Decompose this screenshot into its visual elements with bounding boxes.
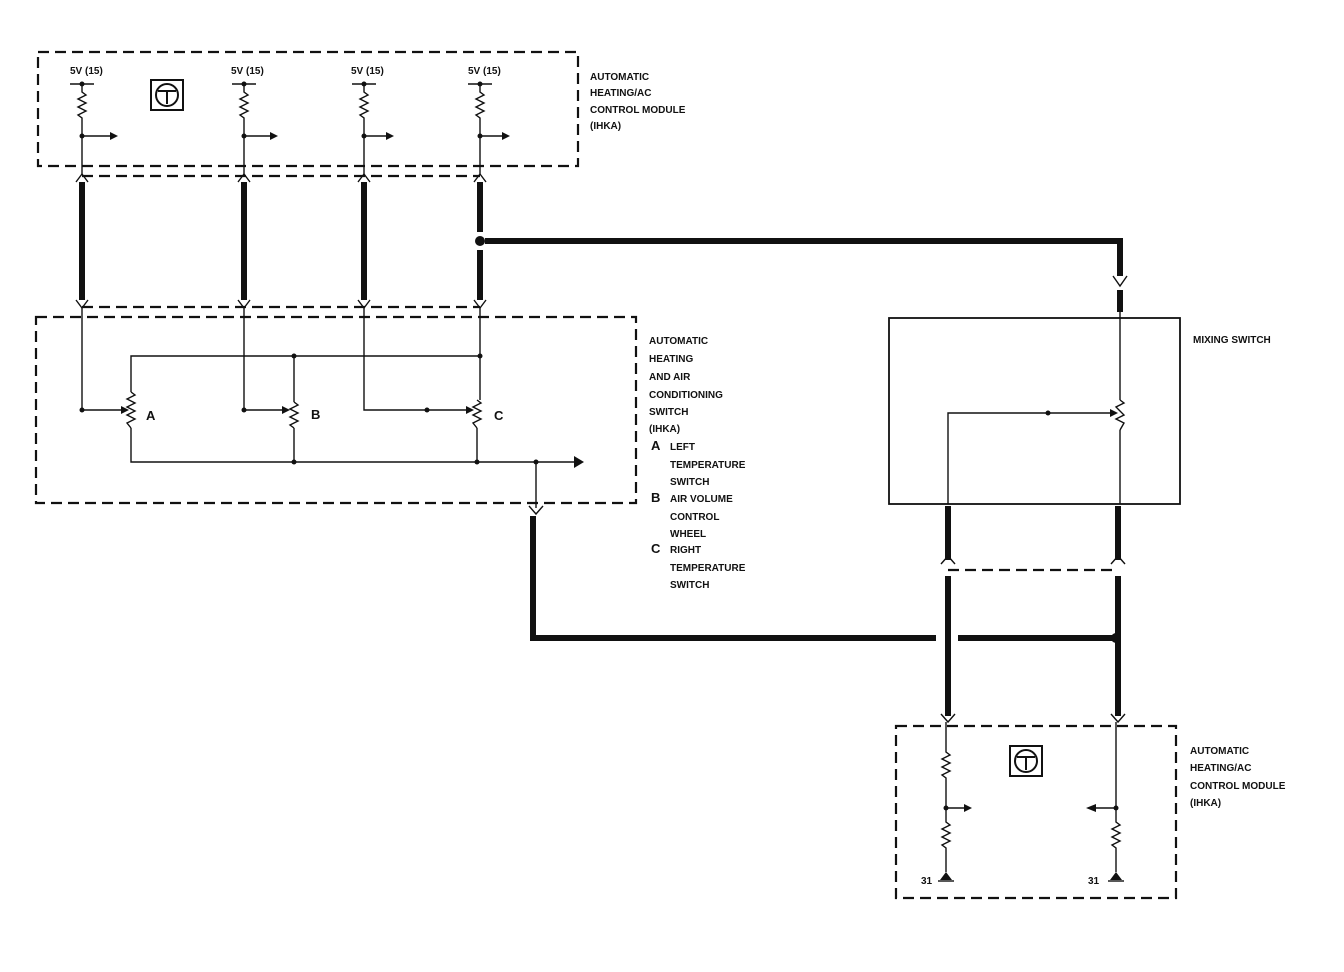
legend-key-a: A bbox=[651, 438, 661, 453]
bottom-module-label-line-3: CONTROL MODULE bbox=[1190, 781, 1286, 792]
switch-label-line-4: CONDITIONING bbox=[649, 390, 723, 401]
legend-c-line-1: RIGHT bbox=[670, 545, 701, 556]
bottom-module-label-line-2: HEATING/AC bbox=[1190, 763, 1251, 774]
upper-harness bbox=[75, 172, 1128, 312]
ground-label-right: 31 bbox=[1088, 876, 1100, 887]
control-module-icon bbox=[150, 79, 184, 111]
switch-label-line-3: AND AIR bbox=[649, 372, 691, 383]
top-module-label-line-3: CONTROL MODULE bbox=[590, 105, 686, 116]
switch-boundary bbox=[34, 315, 638, 505]
top-module-label: AUTOMATIC HEATING/AC CONTROL MODULE (IHK… bbox=[590, 72, 686, 132]
top-module-boundary bbox=[36, 50, 580, 168]
top-module-label-line-1: AUTOMATIC bbox=[590, 72, 649, 83]
supply-label-2: 5V (15) bbox=[231, 66, 264, 77]
bottom-control-module: 31 31 AUTOMATIC HEATING/AC CONTROL MODUL… bbox=[894, 722, 1286, 900]
top-control-module: 5V (15) 5V (15) 5V (15) 5V (15) AUTOMATI… bbox=[36, 50, 686, 174]
legend-c-line-2: TEMPERATURE bbox=[670, 563, 746, 574]
pullup-channel-2 bbox=[232, 81, 278, 174]
bottom-module-label-line-1: AUTOMATIC bbox=[1190, 746, 1249, 757]
switch-label-line-6: (IHKA) bbox=[649, 424, 680, 435]
supply-label-3: 5V (15) bbox=[351, 66, 384, 77]
legend-key-b: B bbox=[651, 490, 660, 505]
supply-label-1: 5V (15) bbox=[70, 66, 103, 77]
pullup-channel-3 bbox=[352, 81, 394, 174]
ground-label-left: 31 bbox=[921, 876, 933, 887]
pot-label-c: C bbox=[494, 408, 504, 423]
mixing-switch-box bbox=[888, 317, 1181, 505]
mixing-potentiometer bbox=[1110, 399, 1126, 431]
lower-harness bbox=[530, 516, 1121, 643]
switch-label-line-1: AUTOMATIC bbox=[649, 336, 708, 347]
switch-label-line-5: SWITCH bbox=[649, 407, 688, 418]
bottom-module-label-line-4: (IHKA) bbox=[1190, 798, 1221, 809]
legend-b-line-2: CONTROL bbox=[670, 512, 719, 523]
bottom-module-boundary bbox=[894, 724, 1178, 900]
bottom-channel-left bbox=[938, 722, 972, 882]
legend-key-c: C bbox=[651, 541, 661, 556]
pot-label-a: A bbox=[146, 408, 156, 423]
mixing-switch: MIXING SWITCH bbox=[888, 312, 1271, 724]
pot-label-b: B bbox=[311, 407, 320, 422]
pullup-channel-4 bbox=[468, 81, 510, 174]
mixing-switch-label: MIXING SWITCH bbox=[1193, 335, 1271, 346]
bottom-module-label: AUTOMATIC HEATING/AC CONTROL MODULE (IHK… bbox=[1190, 746, 1286, 809]
legend-a-line-2: TEMPERATURE bbox=[670, 460, 746, 471]
potentiometer-b bbox=[282, 401, 300, 429]
potentiometer-a bbox=[121, 391, 137, 429]
ihka-switch: A B C AUTOMATIC HEATING AND AIR CONDITIO… bbox=[34, 308, 746, 591]
legend-b-line-1: AIR VOLUME bbox=[670, 494, 733, 505]
legend-c-line-3: SWITCH bbox=[670, 580, 709, 591]
potentiometer-c bbox=[466, 399, 483, 429]
switch-label-line-2: HEATING bbox=[649, 354, 693, 365]
switch-label: AUTOMATIC HEATING AND AIR CONDITIONING S… bbox=[649, 336, 723, 435]
control-module-icon bbox=[1009, 745, 1043, 777]
supply-label-4: 5V (15) bbox=[468, 66, 501, 77]
legend-b-line-3: WHEEL bbox=[670, 529, 706, 540]
legend-a-line-3: SWITCH bbox=[670, 477, 709, 488]
top-module-label-line-4: (IHKA) bbox=[590, 121, 621, 132]
top-module-label-line-2: HEATING/AC bbox=[590, 88, 651, 99]
bottom-channel-right bbox=[1086, 722, 1124, 882]
legend-a-line-1: LEFT bbox=[670, 442, 695, 453]
switch-legend: A LEFT TEMPERATURE SWITCH B AIR VOLUME C… bbox=[651, 438, 746, 591]
pullup-channel-1 bbox=[70, 81, 118, 174]
